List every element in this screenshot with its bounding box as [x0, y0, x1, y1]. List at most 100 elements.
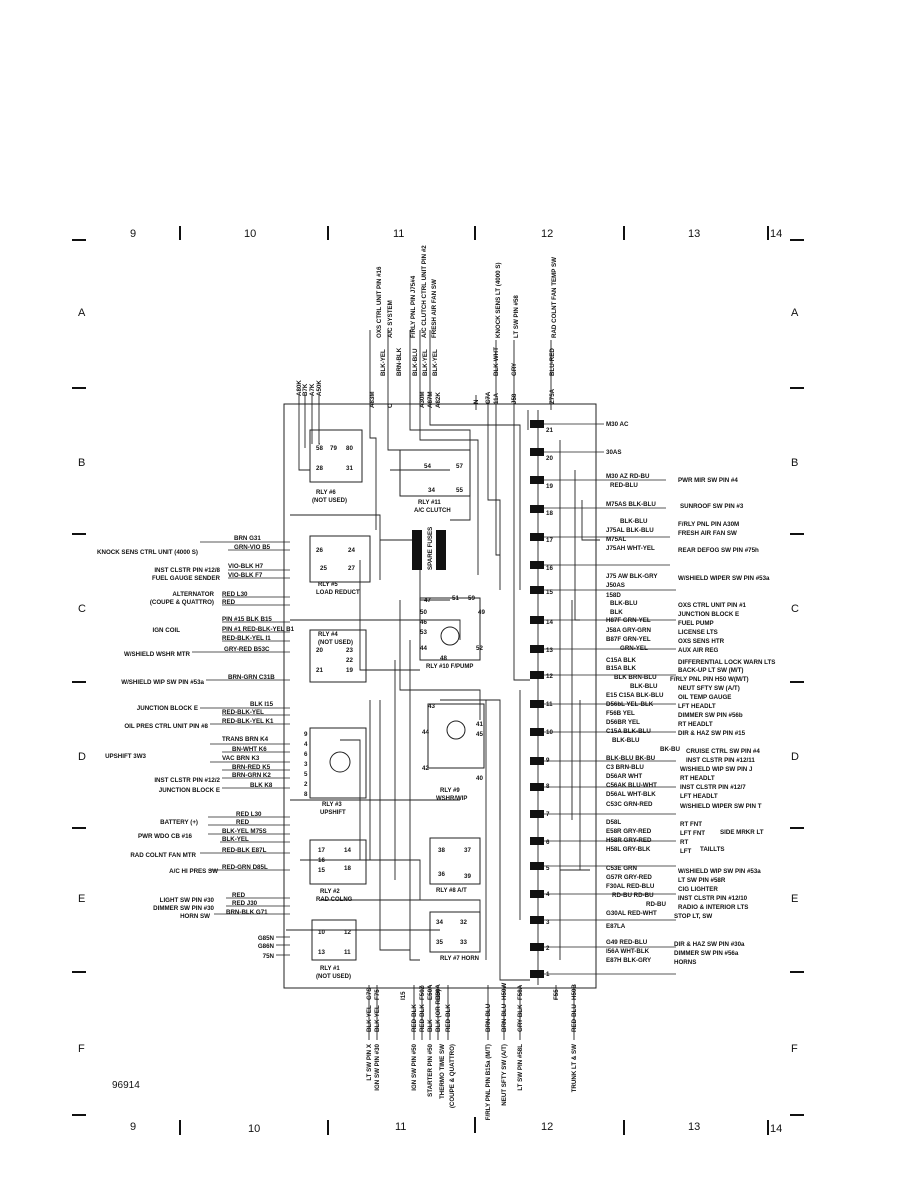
- row-label-a-right: A: [791, 307, 799, 319]
- right-destination: LFT HEADLT: [678, 703, 716, 710]
- top-wire-code: J58: [511, 393, 518, 404]
- col-label-10: 10: [244, 228, 256, 240]
- left-destination: 75N: [263, 953, 275, 960]
- svg-text:33: 33: [460, 939, 467, 946]
- svg-text:RED-BLK-YEL I1: RED-BLK-YEL I1: [222, 635, 271, 642]
- svg-text:59: 59: [468, 595, 475, 602]
- row-label-b-right: B: [791, 457, 798, 469]
- col-label-12-bottom: 12: [541, 1121, 553, 1133]
- bottom-destination: F/RLY PNL PIN B15a (M/T): [485, 1044, 492, 1120]
- top-wire-code: A80K: [296, 380, 303, 396]
- bottom-destination: STARTER PIN #50: [427, 1043, 434, 1096]
- bottom-destination: TRUNK LT & SW: [571, 1044, 578, 1093]
- svg-text:12: 12: [344, 929, 351, 936]
- right-destination: LT SW PIN #58R: [678, 877, 726, 884]
- relay-label: RLY #11: [418, 500, 441, 506]
- row-label-c-left: C: [78, 603, 86, 615]
- left-destination: A/C HI PRES SW: [169, 868, 218, 875]
- top-wire-code: B7K: [302, 383, 309, 396]
- svg-text:43: 43: [428, 703, 435, 710]
- svg-text:20: 20: [316, 647, 323, 654]
- svg-text:BRN-RED K5: BRN-RED K5: [232, 764, 271, 771]
- svg-text:20: 20: [546, 455, 553, 462]
- right-destination: SIDE MRKR LT: [720, 829, 764, 836]
- svg-text:B87F GRN-YEL: B87F GRN-YEL: [606, 636, 651, 643]
- top-wire-color: BLK-WHT: [493, 347, 500, 376]
- svg-text:E58R GRY-RED: E58R GRY-RED: [606, 828, 652, 835]
- relay-8: 38 37 36 39 RLY #8 A/T: [429, 837, 481, 894]
- svg-text:BN-WHT K6: BN-WHT K6: [232, 746, 267, 753]
- right-destination: STOP LT, SW: [674, 913, 712, 920]
- svg-text:RED-BLK-YEL: RED-BLK-YEL: [222, 709, 264, 716]
- right-destination: W/SHIELD WIPER SW PIN T: [680, 803, 762, 810]
- top-wire-code: A87M: [427, 391, 434, 408]
- relay-9: 43 41 44 45 42 40 RLY #9 WSHR/WIP: [422, 703, 485, 802]
- left-destination: INST CLSTR PIN #12/8: [154, 567, 220, 574]
- right-destination: RADIO & INTERIOR LTS: [678, 904, 748, 911]
- col-label-13-bottom: 13: [688, 1121, 700, 1133]
- svg-text:BLK-BLU: BLK-BLU: [620, 518, 648, 525]
- svg-text:H58R GRY-RED: H58R GRY-RED: [606, 837, 652, 844]
- svg-text:57: 57: [456, 463, 463, 470]
- svg-text:13: 13: [318, 949, 325, 956]
- row-label-f-right: F: [791, 1043, 798, 1055]
- left-destination: IGN COIL: [153, 627, 181, 634]
- bottom-wire-codes: G7S BLK-YEL F75 BLK-YEL I15 RED-BLK F50Z…: [366, 983, 578, 1032]
- col-label-14-bottom: 14: [770, 1123, 782, 1135]
- svg-text:C3 BRN-BLU: C3 BRN-BLU: [606, 764, 644, 771]
- svg-text:36: 36: [438, 871, 445, 878]
- svg-text:BLK I15: BLK I15: [250, 701, 274, 708]
- svg-text:4: 4: [304, 741, 308, 748]
- svg-text:44: 44: [420, 645, 427, 652]
- row-label-e-right: E: [791, 893, 798, 905]
- left-destination: HORN SW: [180, 913, 210, 920]
- svg-text:PIN #1 RED-BLK-YEL B1: PIN #1 RED-BLK-YEL B1: [222, 626, 295, 633]
- svg-text:J50AS: J50AS: [606, 582, 625, 589]
- svg-text:80: 80: [346, 445, 353, 452]
- svg-text:6: 6: [304, 751, 308, 758]
- bottom-ruler: 9 10 11 12 13 14: [72, 1114, 804, 1135]
- bottom-destination: (COUPE & QUATTRO): [449, 1044, 456, 1108]
- right-wire-codes: M30 AC 30AS M30 AZ RD-BU RED-BLU M75AS B…: [606, 421, 680, 964]
- relay-6: 58 79 80 28 31 RLY #6 (NOT USED): [309, 429, 363, 504]
- svg-text:6: 6: [546, 839, 550, 846]
- svg-text:8: 8: [546, 783, 550, 790]
- svg-text:7: 7: [546, 811, 550, 818]
- svg-text:H87F GRN-YEL: H87F GRN-YEL: [606, 617, 651, 624]
- right-destination: DIMMER SW PIN #56a: [674, 950, 739, 957]
- top-wire-stubs: [298, 330, 552, 410]
- top-ruler: 9 10 11 12 13 14: [72, 226, 804, 241]
- svg-text:10: 10: [318, 929, 325, 936]
- bottom-destination: LT SW PIN #58L: [517, 1044, 524, 1091]
- svg-text:I56A WHT-BLK: I56A WHT-BLK: [606, 948, 650, 955]
- relay-note: RAD COLNG: [316, 897, 353, 903]
- svg-text:1: 1: [546, 971, 550, 978]
- svg-text:J58A GRY-GRN: J58A GRY-GRN: [606, 627, 651, 634]
- relay-10: 47 51 59 50 49 46 53 44 48 52 RLY #10 F/…: [419, 595, 485, 670]
- svg-text:GRN-VIO B5: GRN-VIO B5: [234, 544, 271, 551]
- svg-text:RED-BLK E87L: RED-BLK E87L: [222, 847, 267, 854]
- svg-text:18: 18: [546, 510, 553, 517]
- top-destination: FRESH AIR FAN SW: [431, 279, 438, 338]
- bottom-wire-code: E50A: [427, 984, 434, 1000]
- svg-text:50: 50: [420, 609, 427, 616]
- svg-text:19: 19: [546, 483, 553, 490]
- right-destination: INST CLSTR PIN #12/7: [680, 784, 746, 791]
- svg-text:16: 16: [546, 565, 553, 572]
- relay-note: (NOT USED): [316, 974, 351, 980]
- svg-text:RED J30: RED J30: [232, 900, 258, 907]
- right-ruler: A B C D E F: [790, 307, 804, 1055]
- svg-text:RED-BLU: RED-BLU: [610, 482, 638, 489]
- right-destination: JUNCTION BLOCK E: [678, 611, 739, 618]
- svg-text:42: 42: [422, 765, 429, 772]
- svg-text:C53E GRN: C53E GRN: [606, 865, 637, 872]
- relay-1: 10 12 13 11 RLY #1 (NOT USED): [311, 919, 357, 980]
- bottom-wire-color: BLK (OR RED): [435, 989, 442, 1032]
- right-destination: OXS SENS HTR: [678, 638, 725, 645]
- svg-text:G57R GRY-RED: G57R GRY-RED: [606, 874, 652, 881]
- bottom-destination: IGN SW PIN #50: [411, 1043, 418, 1090]
- bottom-wire-color: RED-BLK: [445, 1004, 452, 1032]
- bottom-destination: NEUT SFTY SW (A/T): [501, 1044, 508, 1106]
- right-destination: CIG LIGHTER: [678, 886, 718, 893]
- right-destination: OIL TEMP GAUGE: [678, 694, 731, 701]
